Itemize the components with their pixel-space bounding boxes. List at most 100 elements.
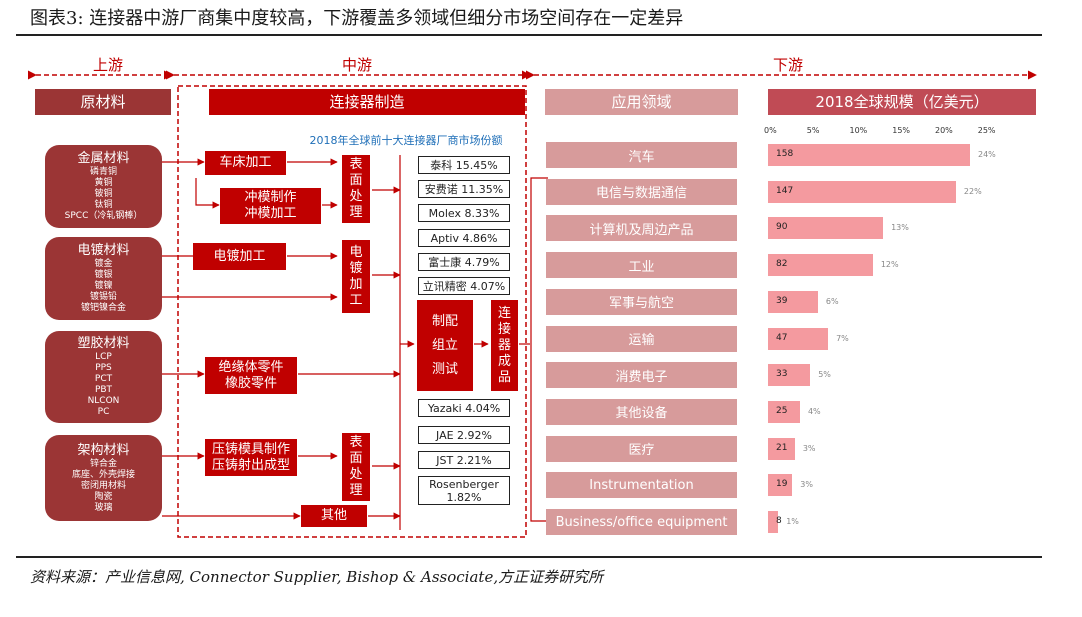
bar	[768, 364, 811, 387]
applications-header: 应用领域	[545, 89, 738, 115]
material-item: 镀金	[94, 259, 113, 269]
bar-value-label: 25	[776, 405, 788, 416]
bar-value-label: 147	[776, 185, 794, 196]
material-item: PCT	[94, 374, 113, 384]
market-share-item: JST 2.21%	[418, 451, 510, 469]
bar-share-label: 24%	[978, 150, 996, 159]
material-item: 底座、外壳焊接	[71, 469, 135, 480]
material-item: 玻璃	[94, 502, 113, 513]
material-item: 镀钯镍合金	[80, 303, 126, 313]
axis-tick-label: 25%	[977, 126, 996, 135]
bar-value-label: 33	[776, 369, 788, 380]
material-item: 镀镍	[94, 281, 113, 291]
raw-materials-header: 原材料	[35, 89, 171, 115]
application-1: 电信与数据通信	[546, 178, 737, 205]
market-share-item: 泰科 15.45%	[418, 156, 510, 174]
application-5: 运输	[546, 325, 737, 352]
bar-share-label: 3%	[802, 443, 816, 453]
manufacturing-header: 连接器制造	[209, 89, 525, 115]
process-vertical-text: 电镀加工	[349, 244, 363, 308]
material-item: SPCC（冷轧钢棒）	[64, 211, 143, 221]
bar-share-label: 1%	[786, 517, 799, 526]
material-item: 陶瓷	[94, 491, 113, 502]
process-line: 测试	[431, 361, 458, 377]
market-share-item: 安费诺 11.35%	[418, 180, 510, 198]
application-6: 消费电子	[546, 362, 737, 389]
process-line: 压铸射出成型	[211, 457, 290, 473]
material-title: 金属材料	[77, 151, 130, 166]
material-item: 密闭用材料	[80, 480, 126, 491]
bar	[768, 511, 779, 533]
process-line: 绝缘体零件	[218, 359, 284, 375]
section-downstream: 下游	[772, 56, 803, 74]
bar	[768, 437, 795, 460]
bar-value-label: 8	[776, 516, 782, 526]
process-insulator: 绝缘体零件 橡胶零件	[205, 357, 297, 394]
process-other: 其他	[301, 505, 367, 527]
bar-value-label: 21	[776, 442, 788, 453]
application-4: 军事与航空	[546, 288, 737, 315]
material-title: 塑胶材料	[77, 336, 130, 351]
bar	[768, 327, 829, 350]
application-2: 计算机及周边产品	[546, 215, 737, 242]
bar	[768, 180, 956, 203]
process-surface-treatment-1: 表面处理	[342, 155, 370, 223]
material-structure: 架构材料 锌合金 底座、外壳焊接 密闭用材料 陶瓷 玻璃	[45, 435, 162, 521]
bar-value-label: 19	[776, 479, 788, 490]
market-share-item: 富士康 4.79%	[418, 253, 510, 271]
material-item: 钛铜	[94, 200, 113, 210]
application-8: 医疗	[546, 435, 737, 462]
market-share-item: Aptiv 4.86%	[418, 229, 510, 247]
application-9: Instrumentation	[546, 472, 737, 499]
material-item: NLCON	[87, 396, 120, 406]
figure-title: 图表3: 连接器中游厂商集中度较高，下游覆盖多领域但细分市场空间存在一定差异	[30, 8, 684, 29]
bar-share-label: 3%	[800, 480, 813, 490]
material-item: LCP	[95, 352, 112, 362]
material-plastic: 塑胶材料 LCP PPS PCT PBT NLCON PC	[45, 331, 162, 423]
process-surface-treatment-2: 表面处理	[342, 433, 370, 501]
bar-share-label: 7%	[836, 333, 849, 343]
process-line: 组立	[431, 337, 458, 353]
application-10: Business/office equipment	[546, 509, 737, 535]
connector-finished: 连接器成品	[491, 300, 518, 391]
material-item: 磷青铜	[89, 167, 117, 177]
bar-share-label: 5%	[818, 370, 831, 380]
x-axis: 0%5%10%15%20%25%	[764, 126, 1036, 140]
bar-value-label: 47	[776, 332, 788, 343]
process-plating-vertical: 电镀加工	[342, 240, 370, 313]
application-0: 汽车	[546, 142, 737, 168]
bar	[768, 254, 873, 277]
bar-value-label: 90	[776, 222, 788, 233]
bar-share-label: 6%	[825, 296, 839, 306]
process-diecast: 压铸模具制作 压铸射出成型	[205, 439, 297, 476]
section-midstream: 中游	[341, 56, 372, 74]
bar-value-label: 82	[776, 259, 788, 270]
bar	[768, 400, 800, 423]
material-item: 镀银	[94, 270, 113, 280]
market-share-title: 2018年全球前十大连接器厂商市场份额	[309, 134, 503, 147]
application-7: 其他设备	[546, 398, 737, 425]
process-line: 橡胶零件	[224, 375, 277, 391]
process-plating: 电镀加工	[193, 243, 286, 270]
material-item: PBT	[94, 385, 113, 395]
material-title: 电镀材料	[77, 243, 130, 258]
market-size-header: 2018全球规模（亿美元）	[768, 89, 1036, 115]
market-share-item: JAE 2.92%	[418, 426, 510, 444]
process-stamping: 冲模制作 冲模加工	[220, 188, 321, 224]
process-line: 压铸模具制作	[211, 441, 290, 457]
bar-share-label: 13%	[891, 223, 909, 233]
application-3: 工业	[546, 252, 737, 279]
material-item: PC	[97, 407, 110, 417]
process-line: 冲模制作	[244, 190, 297, 205]
bar-value-label: 39	[776, 295, 788, 306]
process-vertical-text: 表面处理	[349, 435, 363, 498]
process-lathe: 车床加工	[205, 151, 286, 175]
process-vertical-text: 连接器成品	[497, 305, 511, 385]
process-line: 冲模加工	[244, 206, 297, 221]
bar-value-label: 158	[776, 149, 794, 159]
market-share-item: 立讯精密 4.07%	[418, 277, 510, 295]
title-rule	[16, 34, 1042, 36]
axis-tick-label: 15%	[892, 126, 911, 135]
material-item: 铍铜	[94, 189, 113, 199]
